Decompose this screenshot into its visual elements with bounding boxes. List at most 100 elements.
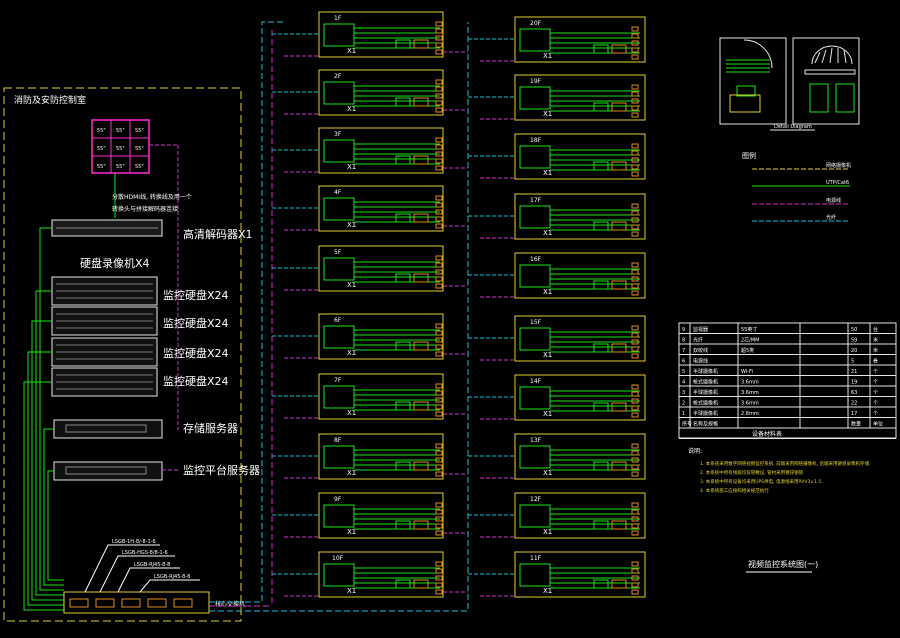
camera-icon (435, 276, 443, 282)
unit-15f-floor: 15F (530, 319, 542, 326)
camera-icon (435, 471, 443, 477)
wall-cell-8: 55" (116, 164, 125, 170)
table-cell-no: 3 (682, 390, 685, 396)
camera-icon (413, 39, 429, 49)
control-room: 消防及安防控制室 55" 55" 55" 55" 55" 55" 55" 55"… (3, 87, 260, 622)
camera-icon (631, 589, 639, 595)
control-room-boundary (3, 87, 242, 622)
camera-icon (435, 464, 443, 470)
note-4: 4. 本系统施工应按照相关规范执行. (700, 487, 770, 494)
camera-icon (435, 165, 443, 171)
unit-5f: 5F X1 (318, 245, 444, 292)
wall-cell-9: 55" (135, 164, 144, 170)
camera-icon (413, 461, 429, 471)
camera-icon (413, 401, 429, 411)
camera-icon (395, 97, 411, 107)
unit-1f: 1F X1 (318, 11, 444, 58)
wall-cell-5: 55" (116, 146, 125, 152)
camera-icon (631, 384, 639, 390)
camera-icon (631, 210, 639, 216)
camera-icon (435, 397, 443, 403)
camera-icon (435, 561, 443, 567)
camera-icon (631, 450, 639, 456)
table-cell-spec: 3.6mm (741, 380, 759, 386)
hdd-label-1: 监控硬盘X24 (163, 288, 229, 302)
table-cell-qty: 20 (851, 348, 857, 354)
camera-icon (631, 346, 639, 352)
camera-icon (631, 575, 639, 581)
notes: 说明: 1. 本系统采用数字网络视频监控系统, 前端采用网络摄像机, 后端采用硬… (688, 447, 870, 494)
detail-left (719, 37, 787, 125)
unit-8f-floor: 8F (334, 437, 342, 444)
camera-icon (435, 107, 443, 113)
table-cell-unit: 个 (873, 380, 878, 386)
unit-4f-switch: X1 (347, 221, 356, 229)
camera-icon (435, 28, 443, 34)
wall-cell-7: 55" (97, 164, 106, 170)
camera-icon (435, 216, 443, 222)
table-cell-unit: 个 (873, 411, 878, 417)
camera-icon (611, 280, 627, 290)
camera-icon (593, 221, 609, 231)
note-line-1: 分散HDMI线, 转换线及用一个 (112, 193, 192, 201)
camera-icon (435, 383, 443, 389)
legend: 图例 网络摄像机 UTP/Cat6 电源线 光纤 (742, 151, 851, 222)
camera-icon (435, 137, 443, 143)
camera-icon (593, 44, 609, 54)
camera-icon (631, 276, 639, 282)
table-cell-qty: 22 (851, 401, 857, 407)
table-cell-no: 4 (682, 380, 685, 386)
camera-icon (435, 509, 443, 515)
camera-icon (631, 391, 639, 397)
table-cell-qty: 21 (851, 369, 857, 375)
note-3: 3. 本系统中所有设备均采用UPS供电, 电源线采用RVV3×1.5. (700, 478, 823, 485)
table-cell-no: 2 (682, 401, 685, 407)
table-cell-unit: 个 (873, 401, 878, 407)
camera-icon (435, 255, 443, 261)
unit-17f-floor: 17F (530, 197, 542, 204)
table-cell-qty: 50 (851, 327, 857, 333)
table-cell-name: 枪式摄像机 (693, 379, 718, 386)
detail-drawings: Detail Diagram (719, 37, 860, 131)
table-cell-qty: 19 (851, 380, 857, 386)
camera-icon (631, 332, 639, 338)
camera-icon (395, 155, 411, 165)
camera-icon (593, 102, 609, 112)
cable-label-2: LSGB-HGS-8/8-1-6 (122, 550, 168, 556)
note-2: 2. 本系统中所有线缆均穿管敷设, 管材采用镀锌钢管. (700, 469, 805, 476)
camera-icon (435, 323, 443, 329)
table-cell-no: 1 (682, 411, 685, 417)
camera-icon (435, 49, 443, 55)
camera-icon (631, 171, 639, 177)
unit-4f-floor: 4F (334, 189, 342, 196)
camera-icon (631, 398, 639, 404)
camera-icon (435, 209, 443, 215)
camera-icon (593, 461, 609, 471)
unit-3f: 3F X1 (318, 127, 444, 174)
camera-icon (435, 568, 443, 574)
platform-server-label: 监控平台服务器 (183, 463, 260, 477)
unit-3f-floor: 3F (334, 131, 342, 138)
table-cell-spec: 3.6mm (741, 401, 759, 407)
camera-icon (631, 164, 639, 170)
camera-icon (435, 390, 443, 396)
unit-15f-switch: X1 (543, 351, 552, 359)
camera-icon (631, 40, 639, 46)
camera-icon (435, 404, 443, 410)
unit-11f-floor: 11F (530, 555, 542, 562)
camera-icon (593, 280, 609, 290)
table-cell-spec: Wi-Fi (741, 369, 753, 375)
camera-icon (435, 589, 443, 595)
camera-icon (631, 502, 639, 508)
camera-icon (435, 351, 443, 357)
camera-icon (413, 155, 429, 165)
camera-icon (435, 330, 443, 336)
unit-10f: 10F X1 (318, 551, 444, 598)
camera-icon (631, 568, 639, 574)
table-cell-no: 9 (682, 327, 685, 333)
unit-14f-floor: 14F (530, 378, 542, 385)
notes-title: 说明: (688, 447, 702, 455)
camera-icon (611, 402, 627, 412)
table-cell-qty: 63 (851, 390, 857, 396)
